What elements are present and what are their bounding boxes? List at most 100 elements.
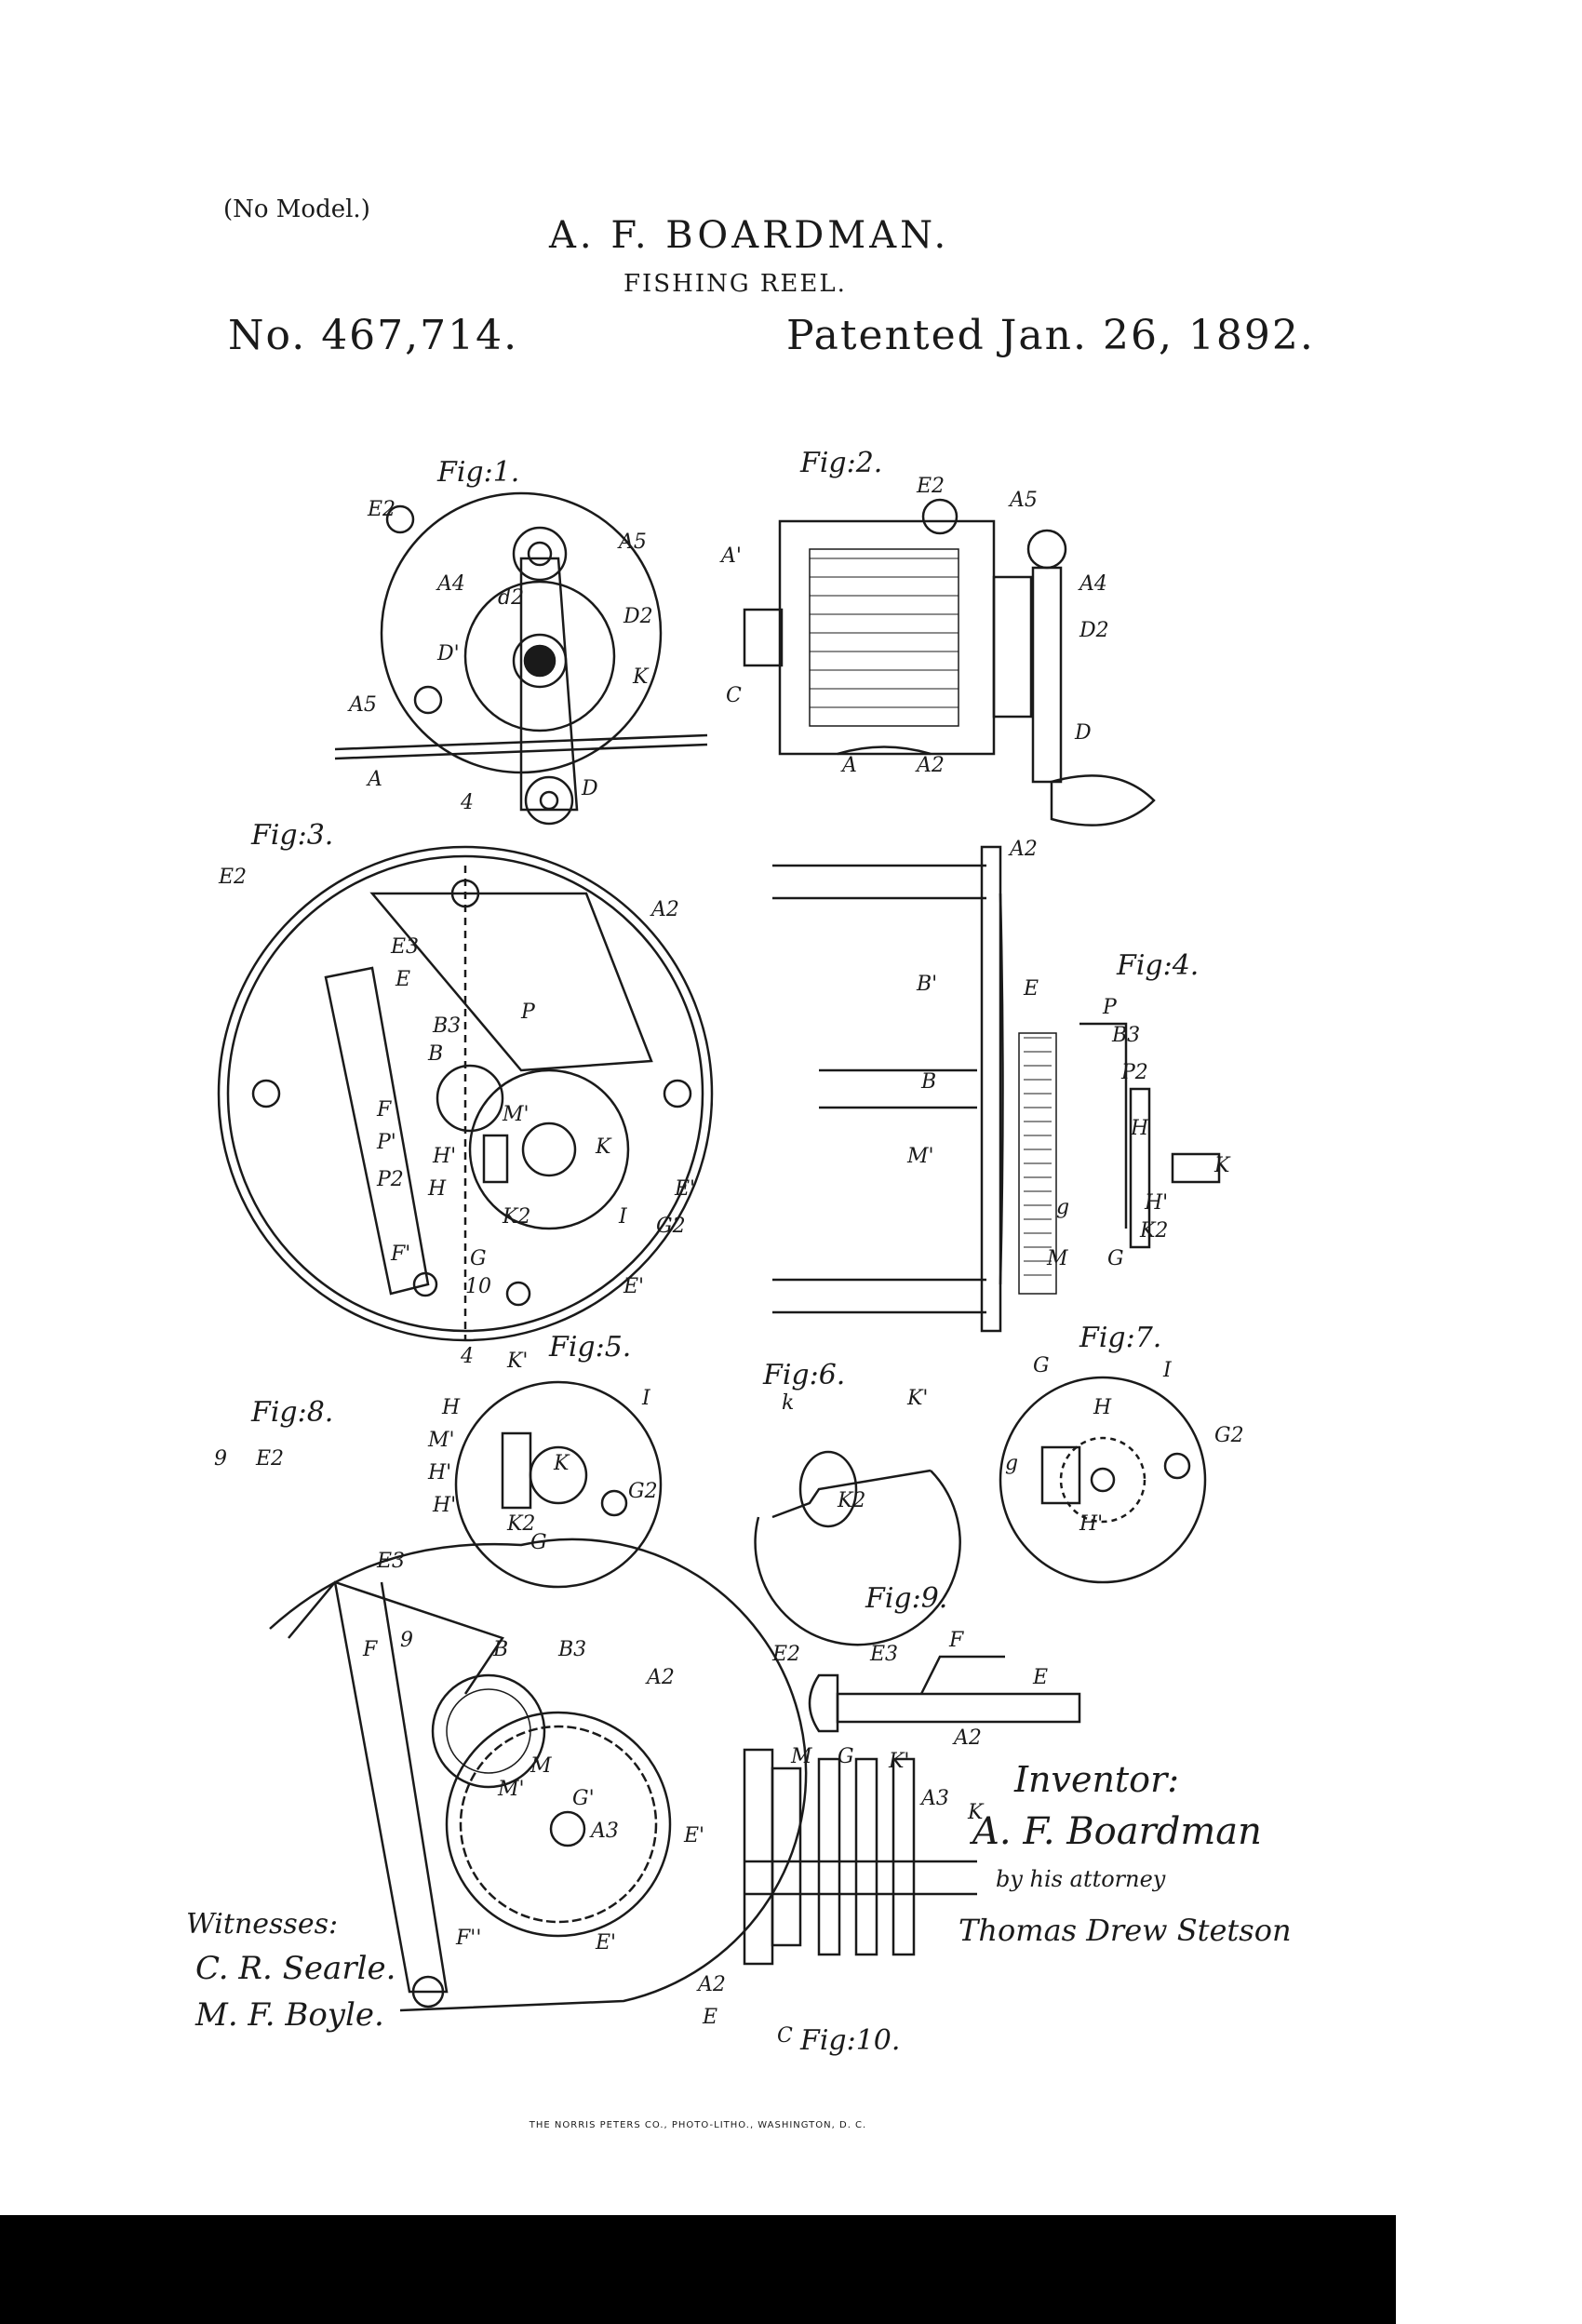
ref-label: A2 <box>1010 838 1038 861</box>
by-attorney-note: by his attorney <box>996 1866 1166 1892</box>
ref-label: H' <box>433 1494 457 1517</box>
fig1-drawing <box>334 491 708 826</box>
scan-border-bar <box>0 2215 1396 2324</box>
ref-label: K2 <box>507 1512 536 1536</box>
ref-label: 9 <box>400 1629 413 1652</box>
ref-label: M <box>791 1745 812 1768</box>
fig9-caption: Fig:9. <box>865 1582 948 1615</box>
ref-label: E' <box>684 1824 705 1847</box>
ref-label: K2 <box>503 1205 531 1229</box>
ref-label: E' <box>596 1931 617 1955</box>
no-model-note: (No Model.) <box>223 195 370 223</box>
fig10-caption: Fig:10. <box>800 2024 901 2057</box>
ref-label: E3 <box>870 1643 899 1666</box>
fig9-drawing <box>808 1655 1081 1733</box>
ref-label: E2 <box>368 498 396 521</box>
ref-label: E2 <box>256 1447 285 1471</box>
ref-label: E <box>1033 1666 1049 1689</box>
fig10-drawing <box>743 1748 977 1966</box>
ref-label: 4 <box>461 1345 474 1368</box>
ref-label: E3 <box>391 935 420 959</box>
ref-label: M' <box>428 1429 455 1452</box>
ref-label: D <box>582 777 598 800</box>
ref-label: H <box>442 1396 461 1419</box>
ref-label: H' <box>428 1461 452 1484</box>
ref-label: A2 <box>647 1666 675 1689</box>
fig4-caption: Fig:4. <box>1117 949 1200 982</box>
ref-label: E <box>1024 977 1039 1001</box>
ref-label: M <box>530 1754 552 1778</box>
ref-label: K <box>554 1452 570 1475</box>
ref-label: E <box>396 968 411 991</box>
patent-number: No. 467,714. <box>228 312 519 359</box>
witness-signature-2: M. F. Boyle. <box>195 1996 384 2034</box>
ref-label: F <box>363 1638 378 1661</box>
fig6-caption: Fig:6. <box>763 1359 846 1391</box>
ref-label: K' <box>907 1387 929 1410</box>
fig7-caption: Fig:7. <box>1079 1322 1162 1354</box>
ref-label: G <box>838 1745 854 1768</box>
invention-title: FISHING REEL. <box>623 270 847 298</box>
fig5-drawing <box>454 1380 663 1589</box>
ref-label: G' <box>572 1787 595 1810</box>
ref-label: H <box>1131 1117 1149 1140</box>
ref-label: K <box>596 1135 611 1159</box>
ref-label: P <box>521 1001 535 1024</box>
ref-label: E3 <box>377 1550 406 1573</box>
ref-label: E2 <box>772 1643 801 1666</box>
fig6-drawing <box>754 1450 961 1646</box>
ref-label: G2 <box>628 1480 658 1503</box>
witnesses-label: Witnesses: <box>186 1908 339 1941</box>
ref-label: G <box>1033 1354 1050 1377</box>
ref-label: F <box>949 1629 964 1652</box>
ref-label: A2 <box>917 754 945 777</box>
ref-label: 4 <box>461 791 474 814</box>
ref-label: P' <box>377 1131 396 1154</box>
ref-label: A3 <box>591 1820 619 1843</box>
ref-label: M' <box>503 1103 530 1126</box>
ref-label: K <box>1214 1154 1230 1177</box>
ref-label: A4 <box>437 572 465 596</box>
ref-label: E <box>703 2006 718 2029</box>
inventor-signature: A. F. Boardman <box>972 1810 1262 1853</box>
ref-label: B <box>921 1070 937 1094</box>
inventor-heading: A. F. BOARDMAN. <box>549 214 950 257</box>
ref-label: A2 <box>954 1726 982 1750</box>
ref-label: G2 <box>656 1215 686 1238</box>
ref-label: K' <box>507 1350 529 1373</box>
ref-label: E' <box>675 1177 696 1201</box>
witness-signature-1: C. R. Searle. <box>195 1950 396 1987</box>
ref-label: K2 <box>1140 1219 1169 1243</box>
ref-label: A5 <box>1010 489 1038 512</box>
ref-label: k <box>782 1391 795 1415</box>
ref-label: P <box>1103 996 1117 1019</box>
ref-label: A <box>368 768 382 791</box>
ref-label: A5 <box>349 693 377 717</box>
ref-label: K <box>633 665 649 689</box>
inventor-label: Inventor: <box>1014 1759 1180 1800</box>
ref-label: I <box>1163 1359 1172 1382</box>
ref-label: 9 <box>214 1447 227 1471</box>
ref-label: P2 <box>377 1168 404 1191</box>
ref-label: B' <box>917 973 938 996</box>
ref-label: H <box>428 1177 447 1201</box>
ref-label: F' <box>391 1243 411 1266</box>
ref-label: A <box>842 754 857 777</box>
ref-label: I <box>642 1387 650 1410</box>
ref-label: M' <box>498 1778 525 1801</box>
fig5-caption: Fig:5. <box>549 1331 632 1364</box>
ref-label: B3 <box>558 1638 587 1661</box>
ref-label: E2 <box>917 475 945 498</box>
ref-label: K <box>968 1801 984 1824</box>
ref-label: F <box>377 1098 392 1122</box>
ref-label: M <box>1047 1247 1068 1270</box>
attorney-signature: Thomas Drew Stetson <box>959 1913 1292 1948</box>
fig8-drawing <box>269 1538 808 2012</box>
ref-label: F'' <box>456 1927 482 1950</box>
ref-label: d2 <box>498 586 525 610</box>
ref-label: I <box>619 1205 627 1229</box>
fig2-drawing <box>743 498 1156 826</box>
ref-label: P2 <box>1121 1061 1148 1084</box>
ref-label: A4 <box>1079 572 1107 596</box>
ref-label: H <box>1093 1396 1112 1419</box>
